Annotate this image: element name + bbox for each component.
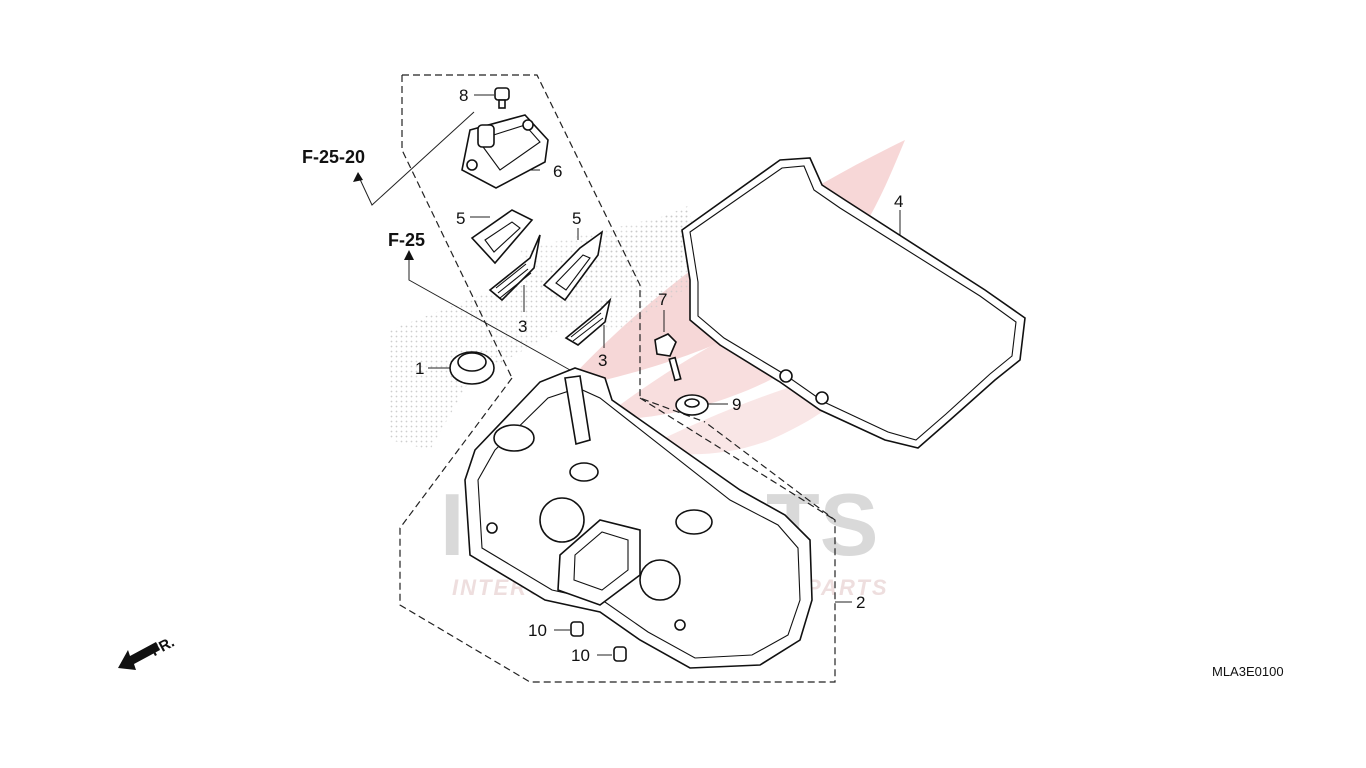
- front-label: FR.: [148, 634, 177, 660]
- part-9-washer[interactable]: [675, 394, 709, 416]
- exploded-view-frame: [399, 74, 836, 683]
- part-5-seal-rubber-right[interactable]: [542, 230, 604, 302]
- part-7-bolt[interactable]: [654, 333, 682, 382]
- part-6-breather-cover[interactable]: [461, 114, 549, 189]
- callout-4[interactable]: 4: [894, 192, 903, 211]
- callout-8[interactable]: 8: [459, 86, 468, 105]
- callout-9[interactable]: 9: [732, 395, 741, 414]
- callout-2[interactable]: 2: [856, 593, 865, 612]
- callout-numbers: 8 6 5 5 3 3 1 4 7 9 2 10 10: [415, 86, 903, 665]
- callout-5-left[interactable]: 5: [456, 209, 465, 228]
- part-10-dowel-pin-upper[interactable]: [570, 621, 584, 637]
- part-4-head-cover-gasket[interactable]: [681, 157, 1026, 449]
- callout-10-upper[interactable]: 10: [528, 621, 547, 640]
- part-2-cylinder-head-cover[interactable]: [464, 367, 813, 669]
- part-3-separator-right[interactable]: [564, 297, 612, 346]
- part-1-grommet[interactable]: [449, 351, 495, 385]
- reference-label-lower[interactable]: F-25: [388, 230, 425, 250]
- callout-10-lower[interactable]: 10: [571, 646, 590, 665]
- leader-lines: [353, 94, 901, 656]
- part-10-dowel-pin-lower[interactable]: [613, 646, 627, 662]
- reference-label-upper[interactable]: F-25-20: [302, 147, 365, 167]
- part-5-seal-rubber-left[interactable]: [470, 209, 534, 265]
- front-arrow-icon: [118, 642, 160, 670]
- callout-1[interactable]: 1: [415, 359, 424, 378]
- callout-3-right[interactable]: 3: [598, 351, 607, 370]
- callout-6[interactable]: 6: [553, 162, 562, 181]
- callout-7[interactable]: 7: [658, 290, 667, 309]
- part-3-separator-left[interactable]: [488, 234, 541, 302]
- diagram-code: MLA3E0100: [1212, 664, 1284, 679]
- callout-5-right[interactable]: 5: [572, 209, 581, 228]
- front-indicator: FR.: [118, 634, 177, 670]
- callout-3-left[interactable]: 3: [518, 317, 527, 336]
- part-8-bolt[interactable]: [494, 87, 510, 109]
